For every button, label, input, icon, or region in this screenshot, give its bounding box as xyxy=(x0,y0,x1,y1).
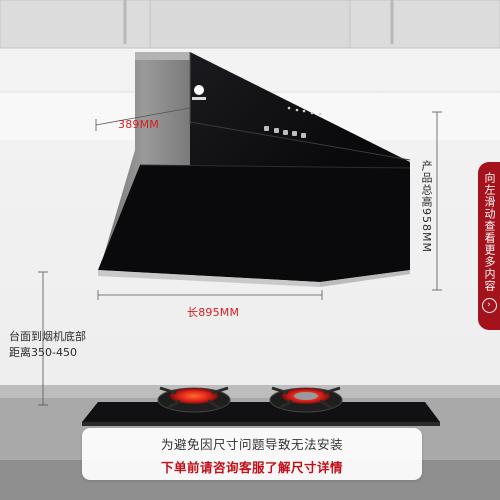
size-notice-banner: 为避免因尺寸问题导致无法安装 下单前请咨询客服了解尺寸详情 xyxy=(82,428,422,480)
width-dimension-label: 长895MM xyxy=(187,306,240,319)
height-dimension-label: 产品总高958MM xyxy=(420,160,433,253)
notice-line1: 为避免因尺寸问题导致无法安装 xyxy=(160,437,343,452)
install-clearance-line2: 距离350-450 xyxy=(9,346,77,359)
notice-line2: 下单前请咨询客服了解尺寸详情 xyxy=(160,460,343,475)
depth-dimension-label: 389MM xyxy=(118,118,159,131)
chevron-right-icon: › xyxy=(481,298,497,313)
swipe-more-tab[interactable]: 向左滑动查看更多内容 › xyxy=(478,162,500,330)
install-clearance-line1: 台面到烟机底部 xyxy=(9,330,86,343)
swipe-more-label: 向左滑动查看更多内容 xyxy=(483,172,496,292)
